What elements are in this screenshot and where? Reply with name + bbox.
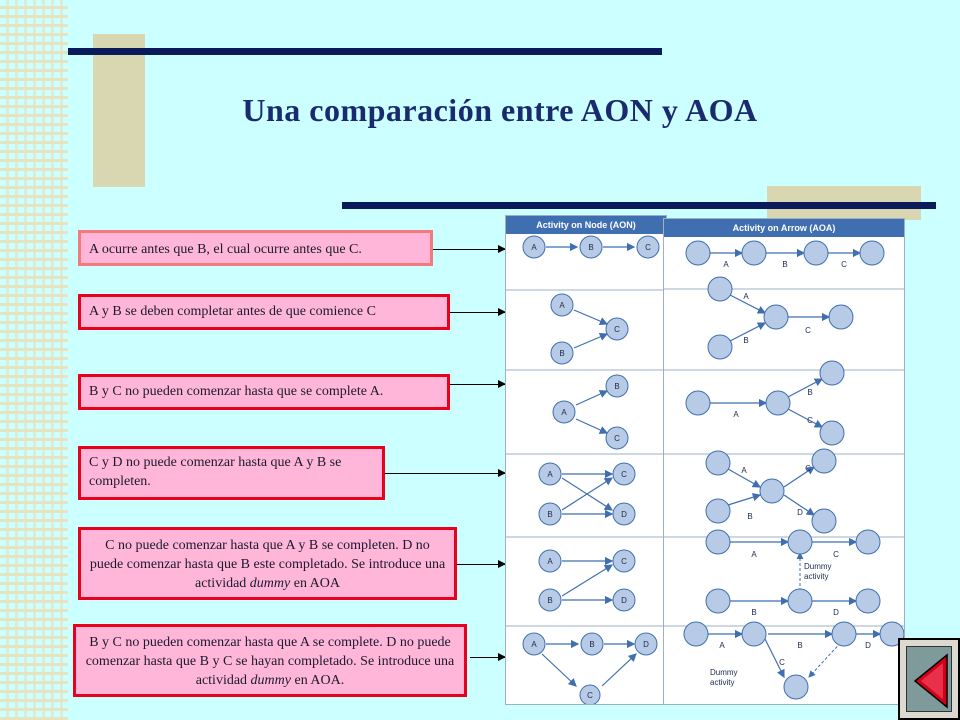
aoa-diagrams: A B C A B C A B C A B C D A B C D A B C … bbox=[664, 240, 904, 700]
note-6-dummy: dummy bbox=[250, 673, 291, 688]
aon-r4-a: A bbox=[547, 470, 553, 479]
deco-line-top bbox=[68, 48, 662, 55]
aon-r3-a: A bbox=[561, 408, 567, 417]
note-3: B y C no pueden comenzar hasta que se co… bbox=[78, 374, 450, 410]
aon-r2-c: C bbox=[614, 325, 620, 334]
aon-r5-b: B bbox=[547, 596, 552, 605]
arrow-3 bbox=[450, 380, 506, 388]
aoa-r6-b: B bbox=[797, 641, 802, 650]
aon-r3-b: B bbox=[614, 382, 619, 391]
aoa-r2-b: B bbox=[743, 336, 748, 345]
aon-panel-header: Activity on Node (AON) bbox=[506, 216, 666, 234]
aoa-r4-b: B bbox=[747, 512, 752, 521]
aoa-r6-d: D bbox=[865, 641, 871, 650]
note-1: A ocurre antes que B, el cual ocurre ant… bbox=[78, 230, 433, 266]
aon-r5-d: D bbox=[621, 596, 627, 605]
aoa-r5-b: B bbox=[751, 608, 756, 617]
aon-r4-d: D bbox=[621, 510, 627, 519]
aon-r1-b: B bbox=[588, 243, 593, 252]
aoa-r6-c: C bbox=[779, 658, 785, 667]
aoa-r2-a: A bbox=[743, 292, 749, 301]
aon-r1-c: C bbox=[645, 243, 651, 252]
back-button[interactable] bbox=[898, 638, 960, 720]
aon-r4-c: C bbox=[621, 470, 627, 479]
aoa-r3-c: C bbox=[807, 416, 813, 425]
note-5-dummy: dummy bbox=[249, 576, 291, 591]
aon-diagrams: A B C A B C A B C A B C D A B C D A B D … bbox=[506, 235, 666, 704]
arrow-6 bbox=[470, 653, 506, 661]
aoa-panel: Activity on Arrow (AOA) bbox=[663, 218, 905, 705]
aon-r6-a: A bbox=[531, 640, 537, 649]
aoa-r1-b: B bbox=[782, 260, 787, 269]
note-1-text: A ocurre antes que B, el cual ocurre ant… bbox=[89, 242, 362, 257]
note-4-text: C y D no puede comenzar hasta que A y B … bbox=[89, 455, 342, 489]
note-5: C no puede comenzar hasta que A y B se c… bbox=[78, 527, 457, 600]
back-triangle-icon bbox=[913, 653, 948, 709]
note-5-text-end: en AOA bbox=[290, 576, 341, 591]
note-5-text: C no puede comenzar hasta que A y B se c… bbox=[89, 538, 446, 591]
aon-r4-b: B bbox=[547, 510, 552, 519]
aoa-r3-a: A bbox=[733, 410, 739, 419]
aoa-r3-b: B bbox=[807, 388, 812, 397]
aon-r2-b: B bbox=[559, 349, 564, 358]
aon-r5-c: C bbox=[621, 557, 627, 566]
aoa-r5-c: C bbox=[833, 550, 839, 559]
aoa-r4-c: C bbox=[805, 464, 811, 473]
aon-panel: Activity on Node (AON) bbox=[505, 215, 667, 705]
arrow-5 bbox=[457, 560, 506, 568]
note-6-text: B y C no pueden comenzar hasta que A se … bbox=[85, 635, 455, 688]
aoa-r5-a: A bbox=[751, 550, 757, 559]
arrow-2 bbox=[450, 308, 506, 316]
aoa-r1-a: A bbox=[723, 260, 729, 269]
aoa-panel-header: Activity on Arrow (AOA) bbox=[664, 219, 904, 237]
arrow-4 bbox=[385, 469, 506, 477]
arrow-1 bbox=[433, 245, 506, 253]
aoa-r5-activity: activity bbox=[804, 572, 828, 581]
note-3-text: B y C no pueden comenzar hasta que se co… bbox=[89, 384, 384, 399]
aoa-r5-dummy: Dummy bbox=[804, 562, 832, 571]
aon-r6-b: B bbox=[589, 640, 594, 649]
aon-r6-c: C bbox=[587, 691, 593, 700]
aon-r6-d: D bbox=[643, 640, 649, 649]
aoa-r4-d: D bbox=[797, 508, 803, 517]
aoa-r4-a: A bbox=[741, 466, 747, 475]
aon-r5-a: A bbox=[547, 557, 553, 566]
note-2: A y B se deben completar antes de que co… bbox=[78, 294, 450, 330]
aoa-r1-c: C bbox=[841, 260, 847, 269]
aon-r2-a: A bbox=[559, 301, 565, 310]
aoa-r5-d: D bbox=[833, 608, 839, 617]
aoa-r2-c: C bbox=[805, 326, 811, 335]
note-4: C y D no puede comenzar hasta que A y B … bbox=[78, 446, 385, 500]
aoa-r6-dummy: Dummy bbox=[710, 668, 738, 677]
deco-block-top bbox=[93, 34, 145, 187]
page-title: Una comparación entre AON y AOA bbox=[242, 92, 758, 128]
note-2-text: A y B se deben completar antes de que co… bbox=[89, 304, 376, 319]
note-6: B y C no pueden comenzar hasta que A se … bbox=[73, 624, 467, 697]
aon-r3-c: C bbox=[614, 434, 620, 443]
note-6-text-end: en AOA. bbox=[290, 673, 345, 688]
back-button-face[interactable] bbox=[906, 646, 952, 712]
aoa-r6-a: A bbox=[719, 641, 725, 650]
aoa-r6-activity: activity bbox=[710, 678, 734, 687]
aon-r1-a: A bbox=[531, 243, 537, 252]
deco-line-right bbox=[342, 202, 936, 209]
striped-margin bbox=[0, 0, 68, 720]
